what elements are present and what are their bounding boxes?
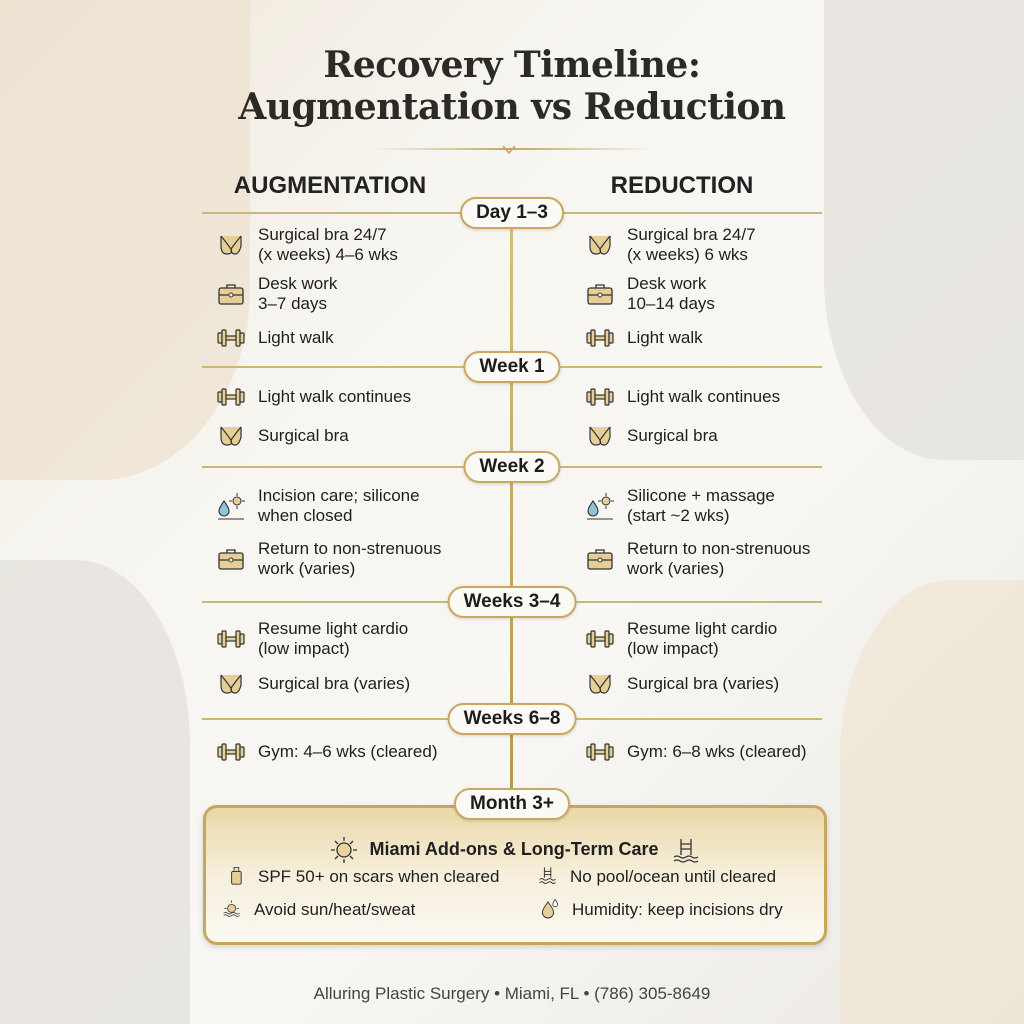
decor-shape <box>824 0 1024 460</box>
right-timeline-item: Resume light cardio (low impact) <box>585 619 777 659</box>
stage-label-week-2: Week 2 <box>463 451 561 483</box>
bra-icon <box>589 674 611 694</box>
item-text: Light walk continues <box>258 387 412 406</box>
briefcase-icon <box>587 549 613 570</box>
drop-sun-icon <box>587 493 614 520</box>
item-text: Light walk <box>627 328 703 347</box>
item-text: Incision care; silicone when closed <box>258 486 420 525</box>
pool-ladder-icon <box>673 839 698 863</box>
item-text: Desk work 10–14 days <box>627 274 715 313</box>
decor-shape <box>0 560 190 1024</box>
month3-item-text: Humidity: keep incisions dry <box>572 900 783 919</box>
stage-label-day-1-3: Day 1–3 <box>460 197 564 229</box>
sun-icon <box>331 837 358 863</box>
left-timeline-item: Gym: 4–6 wks (cleared) <box>216 737 438 767</box>
dumbbell-icon <box>586 743 614 761</box>
item-text: Surgical bra (varies) <box>258 674 411 693</box>
left-timeline-item: Light walk <box>216 323 334 353</box>
item-text: Surgical bra (varies) <box>627 674 780 693</box>
left-timeline-item: Surgical bra 24/7 (x weeks) 4–6 wks <box>216 225 398 265</box>
bra-icon <box>589 235 611 255</box>
month3-item-text: SPF 50+ on scars when cleared <box>258 867 500 886</box>
briefcase-icon <box>587 284 613 305</box>
timeline-axis <box>510 213 513 798</box>
item-text: Desk work 3–7 days <box>258 274 338 313</box>
dumbbell-icon <box>586 329 614 347</box>
item-text: Return to non-strenuous work (varies) <box>627 539 811 578</box>
sunscreen-icon <box>231 867 242 885</box>
month3-item-text: No pool/ocean until cleared <box>570 867 777 886</box>
bra-icon <box>220 674 242 694</box>
stage-label-week-1: Week 1 <box>463 351 561 383</box>
month3-item: Humidity: keep incisions dry <box>540 898 783 922</box>
left-timeline-item: Return to non-strenuous work (varies) <box>216 539 441 579</box>
briefcase-icon <box>218 284 244 305</box>
right-timeline-item: Return to non-strenuous work (varies) <box>585 539 810 579</box>
stage-label-weeks-3-4: Weeks 3–4 <box>447 586 577 618</box>
right-timeline-item: Silicone + massage (start ~2 wks) <box>585 486 775 526</box>
stage-label-weeks-6-8: Weeks 6–8 <box>447 703 577 735</box>
month3-item-text: Avoid sun/heat/sweat <box>254 900 416 919</box>
dumbbell-icon <box>217 743 245 761</box>
month3-item: Avoid sun/heat/sweat <box>222 898 415 922</box>
left-timeline-item: Light walk continues <box>216 382 411 412</box>
title-line-2: Augmentation vs Reduction <box>238 86 786 128</box>
item-text: Light walk continues <box>627 387 781 406</box>
decor-shape <box>0 0 250 480</box>
right-timeline-item: Light walk continues <box>585 382 780 412</box>
left-timeline-item: Resume light cardio (low impact) <box>216 619 408 659</box>
drop-sun-icon <box>218 493 245 520</box>
column-header-reduction: REDUCTION <box>610 172 754 199</box>
item-text: Gym: 4–6 wks (cleared) <box>258 742 438 761</box>
pool-icon <box>539 867 556 884</box>
item-text: Surgical bra <box>258 426 349 445</box>
column-header-augmentation: AUGMENTATION <box>233 172 427 199</box>
dumbbell-icon <box>217 329 245 347</box>
bra-icon <box>220 426 242 446</box>
item-text: Surgical bra 24/7 (x weeks) 6 wks <box>627 225 756 264</box>
left-timeline-item: Desk work 3–7 days <box>216 274 337 314</box>
decor-shape <box>840 580 1024 1024</box>
humidity-drops-icon <box>541 898 559 919</box>
footer-contact: Alluring Plastic Surgery • Miami, FL • (… <box>313 984 711 1003</box>
item-text: Resume light cardio (low impact) <box>627 619 778 658</box>
month3-item: No pool/ocean until cleared <box>538 865 776 889</box>
item-text: Resume light cardio (low impact) <box>258 619 409 658</box>
month3-title-text: Miami Add-ons & Long-Term Care <box>369 838 659 859</box>
chevron-ornament-icon <box>502 145 516 155</box>
sun-heat-icon <box>223 900 240 917</box>
briefcase-icon <box>218 549 244 570</box>
right-timeline-item: Surgical bra 24/7 (x weeks) 6 wks <box>585 225 756 265</box>
item-text: Surgical bra <box>627 426 718 445</box>
item-text: Return to non-strenuous work (varies) <box>258 539 442 578</box>
right-timeline-item: Gym: 6–8 wks (cleared) <box>585 737 807 767</box>
dumbbell-icon <box>217 630 245 648</box>
stage-label-month3: Month 3+ <box>454 788 570 820</box>
month3-item: SPF 50+ on scars when cleared <box>226 865 499 889</box>
dumbbell-icon <box>217 388 245 406</box>
item-text: Surgical bra 24/7 (x weeks) 4–6 wks <box>258 225 398 264</box>
left-timeline-item: Surgical bra (varies) <box>216 669 410 699</box>
item-text: Gym: 6–8 wks (cleared) <box>627 742 807 761</box>
bra-icon <box>589 426 611 446</box>
title-line-1: Recovery Timeline: <box>323 44 701 86</box>
month3-title: Miami Add-ons & Long-Term Care <box>206 835 824 865</box>
right-timeline-item: Desk work 10–14 days <box>585 274 715 314</box>
right-timeline-item: Light walk <box>585 323 703 353</box>
item-text: Light walk <box>258 328 334 347</box>
right-timeline-item: Surgical bra <box>585 421 718 451</box>
month3-panel: Miami Add-ons & Long-Term Care <box>203 805 827 945</box>
right-timeline-item: Surgical bra (varies) <box>585 669 779 699</box>
dumbbell-icon <box>586 630 614 648</box>
item-text: Silicone + massage (start ~2 wks) <box>627 486 775 525</box>
left-timeline-item: Incision care; silicone when closed <box>216 486 420 526</box>
dumbbell-icon <box>586 388 614 406</box>
bra-icon <box>220 235 242 255</box>
left-timeline-item: Surgical bra <box>216 421 349 451</box>
